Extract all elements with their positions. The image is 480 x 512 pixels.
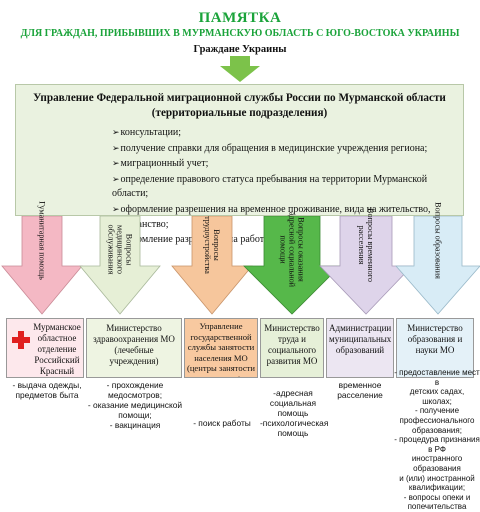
note-line: помощь [277, 428, 309, 438]
arrow-shape-medical [79, 216, 161, 315]
health-ministry-box: Министерство здравоохранения МО (лечебны… [86, 318, 182, 378]
education-ministry-box: Министерство образования и науки МО [396, 318, 474, 378]
note-education: - предоставление мест в детских садах, ш… [394, 368, 480, 512]
note-line: помощи; [118, 410, 152, 420]
labor-ministry-text: Министерство труда и социального развити… [264, 323, 320, 366]
municipal-admin-box: Администрации муниципальных образований [326, 318, 394, 378]
education-ministry-text: Министерство образования и науки МО [407, 323, 463, 355]
note-humanitarian: - выдача одежды, предметов быта [6, 380, 88, 400]
note-line: попечительства [407, 502, 467, 512]
note-line: расселение [337, 390, 383, 400]
page-title: ПАМЯТКА [198, 10, 282, 26]
topic-arrows: Гуманитарная помощь Вопросы медицинского… [0, 201, 480, 316]
note-line: - оказание медицинской [87, 400, 183, 410]
fms-title: Управление Федеральной миграционной служ… [16, 91, 463, 121]
note-line: - процедура признания в РФ [394, 435, 480, 454]
note-line: временное [338, 380, 382, 390]
health-ministry-text: Министерство здравоохранения МО (лечебны… [93, 323, 175, 366]
red-cross-icon [12, 331, 30, 349]
fms-service-item: консультации; [112, 125, 463, 141]
fms-service-item: определение правового статуса пребывания… [112, 172, 463, 202]
fms-box: Управление Федеральной миграционной служ… [15, 84, 464, 245]
red-cross-text: Мурманское областное отделение Российски… [33, 322, 81, 376]
note-line: предметов быта [15, 390, 79, 400]
note-line: - получение [414, 406, 460, 416]
note-employment: - поиск работы [184, 418, 260, 428]
arrow-label-social: Вопросы оказания адресной социальной пом… [278, 211, 306, 288]
municipal-admin-text: Администрации муниципальных образований [329, 323, 392, 355]
employment-service-box: Управление государственной службы занято… [184, 318, 258, 378]
note-line: образования; [412, 425, 462, 435]
arrow-label-medical: Вопросы медицинского обслуживания [106, 224, 134, 275]
citizens-label: Граждане Украины [193, 44, 287, 55]
fms-service-item: получение справки для обращения в медици… [112, 141, 463, 157]
note-line: профессионального [399, 415, 475, 425]
note-line: -адресная [273, 388, 313, 398]
note-line: - вакцинация [109, 420, 161, 430]
note-line: детских садах, школах; [409, 387, 465, 406]
note-line: - предоставление мест в [394, 368, 480, 387]
note-line: социальная [269, 398, 317, 408]
note-line: -психологическая [260, 418, 329, 428]
arrow-shape-social [243, 216, 341, 315]
note-line: помощь [277, 408, 309, 418]
arrow-shape-employment [171, 216, 253, 315]
arrow-shape-education [395, 216, 480, 315]
note-line: - прохождение медосмотров; [106, 380, 164, 400]
note-housing: временное расселение [326, 380, 394, 400]
note-line: - поиск работы [193, 418, 251, 428]
down-arrow-icon [220, 56, 260, 82]
red-cross-box: Мурманское областное отделение Российски… [6, 318, 84, 378]
fms-service-item: миграционный учет; [112, 156, 463, 172]
arrow-shape-housing [319, 216, 413, 315]
note-line: - выдача одежды, [12, 380, 82, 390]
arrow-label-housing: Вопросы временного расселения [357, 207, 375, 283]
arrow-label-education: Вопросы образования [433, 202, 443, 279]
note-medical: - прохождение медосмотров; - оказание ме… [84, 380, 186, 430]
fms-title-line1: Управление Федеральной миграционной служ… [33, 92, 446, 104]
arrow-label-humanitarian: Гуманитарная помощь [37, 201, 47, 280]
page-subtitle: ДЛЯ ГРАЖДАН, ПРИБЫВШИХ В МУРМАНСКУЮ ОБЛА… [20, 28, 460, 39]
arrow-shape-humanitarian [1, 216, 83, 315]
labor-ministry-box: Министерство труда и социального развити… [260, 318, 324, 378]
fms-title-line2: (территориальные подразделения) [151, 107, 328, 119]
note-line: и (или) иностранной [399, 473, 475, 483]
arrow-label-employment: Вопросы трудоустройства [203, 216, 221, 274]
employment-service-text: Управление государственной службы занято… [186, 321, 256, 377]
note-line: квалификации; [408, 483, 466, 493]
note-line: иностранного образования [411, 454, 463, 473]
note-line: - вопросы опеки и [403, 492, 471, 502]
note-social: -адресная социальная помощь -психологиче… [260, 388, 329, 438]
